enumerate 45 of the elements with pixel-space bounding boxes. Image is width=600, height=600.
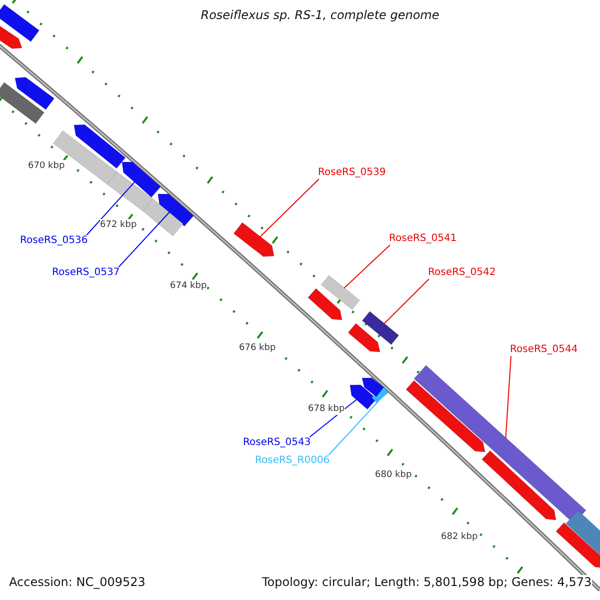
leader-line bbox=[505, 356, 512, 439]
gene-label: RoseRS_0543 bbox=[243, 437, 311, 449]
gene-label: RoseRS_0539 bbox=[318, 167, 386, 179]
leader-line bbox=[86, 181, 136, 236]
scale-label: 674 kbp bbox=[170, 280, 207, 292]
accession-text: Accession: NC_009523 bbox=[9, 575, 146, 590]
genome-info-text: Topology: circular; Length: 5,801,598 bp; Genes: 4,573 bbox=[262, 575, 592, 590]
gene-label: RoseRS_0536 bbox=[20, 235, 88, 247]
gene-segment bbox=[406, 380, 486, 452]
gene-segment bbox=[122, 162, 161, 198]
map-title: Roseiflexus sp. RS-1, complete genome bbox=[200, 9, 440, 21]
gene-label: RoseRS_0544 bbox=[510, 344, 578, 356]
leader-line bbox=[328, 396, 382, 456]
gene-segment bbox=[350, 384, 377, 410]
leader-line bbox=[118, 212, 170, 268]
gene-segment bbox=[320, 275, 360, 310]
gene-segment bbox=[233, 222, 274, 257]
gene-label: RoseRS_R0006 bbox=[255, 455, 330, 467]
leader-line bbox=[309, 398, 358, 438]
gene-label: RoseRS_0537 bbox=[52, 267, 120, 279]
gene-segment bbox=[0, 24, 22, 49]
scale-label: 680 kbp bbox=[375, 469, 412, 481]
gene-segment bbox=[556, 522, 600, 568]
gene-segment bbox=[482, 450, 556, 520]
gene-segment bbox=[348, 323, 380, 352]
leader-line bbox=[260, 178, 320, 238]
gene-label: RoseRS_0541 bbox=[389, 233, 457, 245]
scale-label: 678 kbp bbox=[308, 403, 345, 415]
gene-segment bbox=[74, 124, 126, 169]
gene-segment bbox=[0, 82, 44, 124]
gene-label: RoseRS_0542 bbox=[428, 267, 496, 279]
gene-segment bbox=[158, 194, 194, 227]
gene-segment bbox=[0, 4, 40, 42]
scale-label: 672 kbp bbox=[100, 219, 137, 231]
scale-label: 670 kbp bbox=[28, 160, 65, 172]
gene-segment bbox=[142, 198, 184, 236]
gene-segment bbox=[106, 171, 154, 212]
gene-segment bbox=[14, 76, 54, 110]
leader-line bbox=[343, 244, 390, 289]
gene-segment bbox=[362, 378, 384, 397]
gene-segment bbox=[362, 311, 400, 345]
gene-segment bbox=[308, 288, 342, 320]
scale-label: 676 kbp bbox=[239, 342, 276, 354]
leader-line bbox=[384, 278, 430, 324]
scale-label: 682 kbp bbox=[441, 531, 478, 543]
